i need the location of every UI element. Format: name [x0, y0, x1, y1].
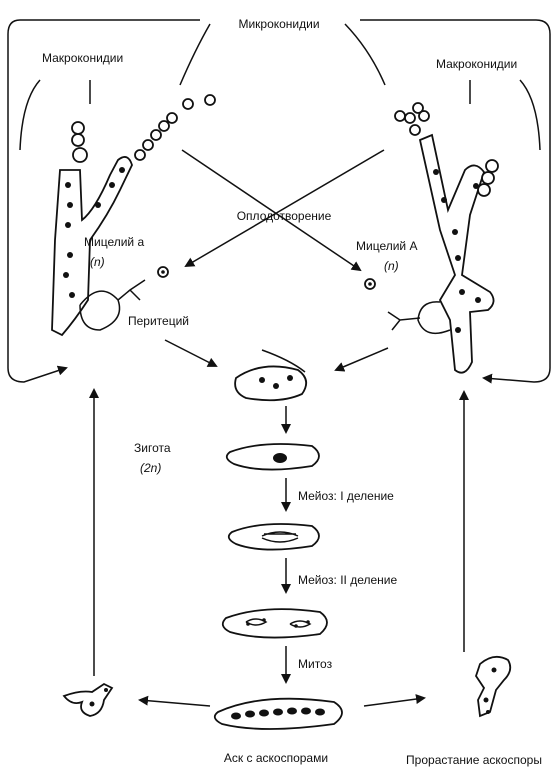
label-germination: Прорастание аскоспоры — [406, 753, 542, 767]
germinating-spore-right — [475, 655, 512, 718]
cycle-frame — [7, 19, 551, 384]
mycelium-a-hypha — [51, 94, 216, 337]
label-macroconidia-right: Макроконидии — [436, 57, 517, 71]
label-meiosis-2: Мейоз: II деление — [298, 573, 398, 587]
label-mycelium-a-ploidy: (n) — [90, 255, 105, 269]
label-ascus: Аск с аскоспорами — [224, 751, 328, 765]
meiosis-1-cell — [227, 523, 320, 551]
fertilization-arrows — [181, 149, 385, 272]
ascus-cell — [213, 697, 343, 730]
label-mycelium-A-ploidy: (n) — [384, 259, 399, 273]
germinating-spore-left — [62, 682, 114, 717]
conidium-cells — [157, 266, 376, 290]
label-zygote: Зигота — [134, 441, 171, 455]
arrow-perithecium-left — [164, 339, 218, 367]
arrow-perithecium-right — [334, 347, 389, 372]
diploid-nucleus-cell — [225, 443, 320, 471]
arrow-ascus-right — [363, 694, 426, 707]
label-meiosis-1: Мейоз: I деление — [298, 489, 394, 503]
arrow-ascus-left — [138, 695, 211, 707]
label-microconidia: Микроконидии — [238, 17, 319, 31]
mycelium-A-hypha — [387, 102, 499, 374]
label-mitosis: Митоз — [298, 657, 333, 671]
label-perithecium: Перитеций — [128, 314, 189, 328]
label-zygote-ploidy: (2n) — [140, 461, 161, 475]
label-macroconidia-left: Макроконидии — [42, 51, 123, 65]
label-fertilization: Оплодотворение — [237, 209, 332, 223]
label-mycelium-a: Мицелий a — [84, 235, 144, 249]
meiosis-2-cell — [221, 608, 328, 639]
label-mycelium-A: Мицелий A — [356, 239, 417, 253]
zygote-cell — [234, 349, 308, 402]
